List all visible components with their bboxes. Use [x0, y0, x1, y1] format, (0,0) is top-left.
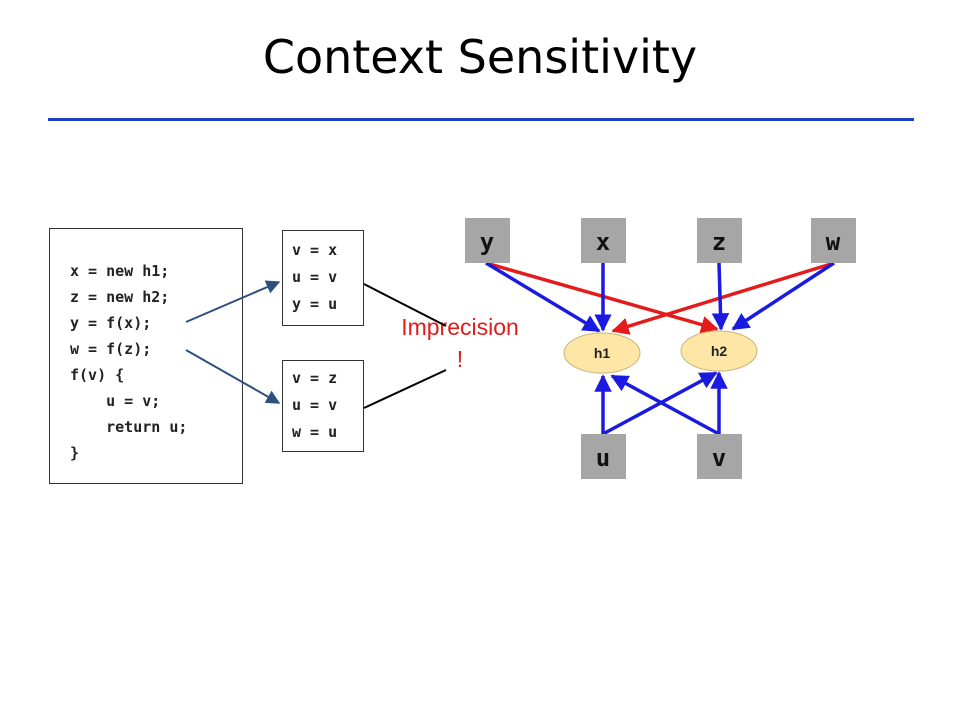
edge-w-h1	[611, 261, 835, 335]
imprecision-connector-1	[363, 283, 447, 327]
node-u-label: u	[596, 444, 610, 472]
context-line: u = v	[292, 268, 338, 286]
code-line: z = new h2;	[70, 288, 170, 306]
node-z-label: z	[712, 228, 726, 256]
node-w: w	[811, 218, 856, 263]
imprecision-label: Imprecision	[401, 314, 519, 340]
node-v: v	[697, 434, 742, 479]
code-line: }	[70, 444, 80, 462]
heap-node-h1: h1	[563, 332, 641, 374]
context-line: y = u	[292, 295, 338, 313]
heap-h2-label: h2	[711, 343, 728, 359]
title-underline	[48, 118, 914, 121]
code-box: x = new h1; z = new h2; y = f(x); w = f(…	[49, 228, 243, 484]
node-x-label: x	[596, 228, 610, 256]
code-line: return u;	[70, 418, 188, 436]
edge-v-h1	[610, 374, 720, 436]
slide-title: Context Sensitivity	[262, 30, 698, 84]
edge-w-h2	[731, 261, 835, 331]
context-line: w = u	[292, 423, 338, 441]
node-w-label: w	[826, 228, 841, 256]
node-u: u	[581, 434, 626, 479]
code-line: u = v;	[70, 392, 161, 410]
call-arrow-2	[185, 349, 281, 404]
code-line: f(v) {	[70, 366, 125, 384]
imprecision-exclamation: !	[456, 346, 464, 372]
call-arrow-1	[185, 280, 281, 323]
node-x: x	[581, 218, 626, 263]
node-y: y	[465, 218, 510, 263]
code-line: y = f(x);	[70, 314, 152, 332]
node-v-label: v	[712, 444, 726, 472]
context-line: v = x	[292, 241, 338, 259]
imprecision-connector-2	[363, 369, 447, 409]
code-line: w = f(z);	[70, 340, 152, 358]
code-line: x = new h1;	[70, 262, 170, 280]
context-box-1: v = x u = v y = u	[282, 230, 364, 326]
context-box-2: v = z u = v w = u	[282, 360, 364, 452]
node-y-label: y	[480, 228, 494, 256]
edge-z-h2	[711, 262, 730, 331]
node-z: z	[697, 218, 742, 263]
context-line: v = z	[292, 369, 338, 387]
heap-node-h2: h2	[680, 330, 758, 372]
edge-y-h1	[485, 261, 601, 333]
context-line: u = v	[292, 396, 338, 414]
heap-h1-label: h1	[594, 345, 611, 361]
